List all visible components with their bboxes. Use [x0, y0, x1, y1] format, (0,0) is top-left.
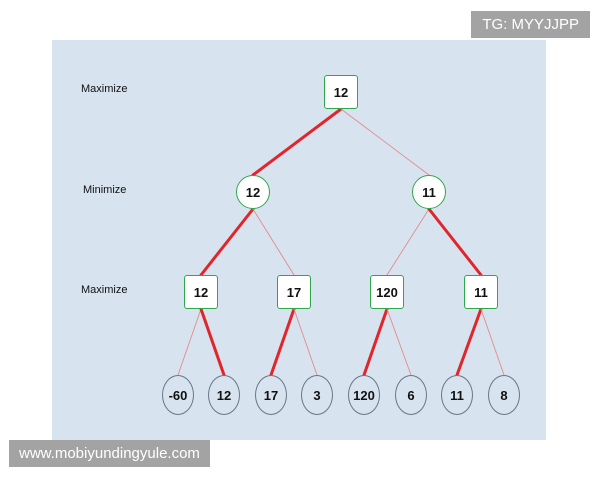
watermark-url-bottom: www.mobiyundingyule.com [9, 440, 210, 467]
tree-edge-min-1-to-max-1 [199, 207, 255, 277]
minimize-node: 12 [236, 175, 270, 209]
tree-edge-max-1-to-leaf-2 [199, 307, 226, 377]
tree-edge-min-1-to-max-2 [252, 208, 295, 276]
maximize-node: 17 [277, 275, 311, 309]
minimize-node: 11 [412, 175, 446, 209]
tree-edge-max-2-to-leaf-4 [293, 308, 318, 376]
tree-edge-min-2-to-max-4 [427, 207, 483, 277]
tree-edge-max-3-to-leaf-6 [386, 308, 412, 376]
leaf-node: -60 [162, 375, 194, 415]
tree-edge-max-4-to-leaf-8 [480, 308, 505, 376]
leaf-node: 3 [301, 375, 333, 415]
leaf-node: 12 [208, 375, 240, 415]
leaf-node: 120 [348, 375, 380, 415]
level-label-maximize-top: Maximize [81, 83, 128, 95]
tree-edge-max-2-to-leaf-3 [269, 307, 296, 377]
leaf-node: 11 [441, 375, 473, 415]
leaf-node: 6 [395, 375, 427, 415]
tree-edge-root-to-min-2 [340, 108, 430, 176]
watermark-tag-top: TG: MYYJJPP [471, 11, 590, 38]
level-label-maximize-bottom: Maximize [81, 284, 128, 296]
diagram-panel [52, 40, 546, 440]
leaf-node: 17 [255, 375, 287, 415]
maximize-node: 120 [370, 275, 404, 309]
tree-edge-max-1-to-leaf-1 [177, 308, 202, 376]
level-label-minimize: Minimize [83, 184, 127, 196]
tree-edge-max-3-to-leaf-5 [362, 307, 389, 377]
tree-edge-root-to-min-1 [251, 107, 343, 177]
root-max-node: 12 [324, 75, 358, 109]
leaf-node: 8 [488, 375, 520, 415]
maximize-node: 11 [464, 275, 498, 309]
tree-edge-min-2-to-max-3 [386, 208, 430, 276]
maximize-node: 12 [184, 275, 218, 309]
tree-edge-max-4-to-leaf-7 [455, 307, 483, 377]
